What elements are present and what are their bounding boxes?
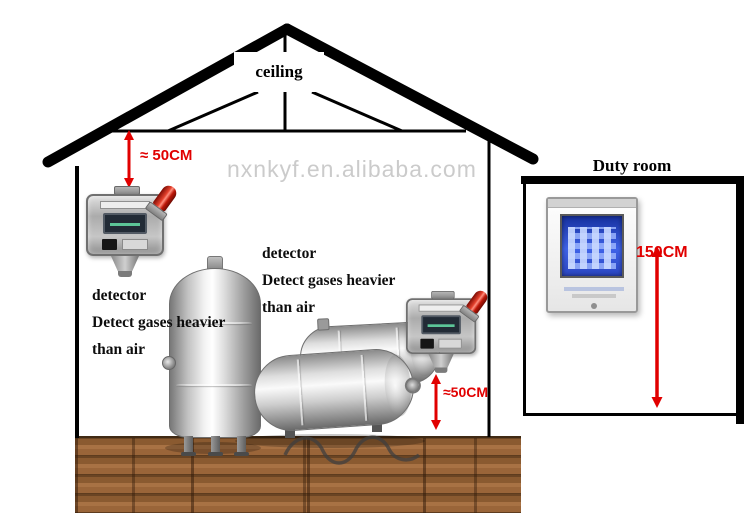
panel-label-text [564, 287, 624, 291]
tank-leg [237, 436, 246, 453]
duty-room-label: Duty room [592, 156, 672, 175]
tank-side-nozzle [162, 356, 176, 370]
tank-leg [184, 436, 193, 453]
info-plate [122, 239, 148, 250]
vertical-tank [162, 256, 262, 456]
duty-room-top-bar [521, 176, 744, 184]
wood-floor [75, 436, 521, 513]
ex-certification-mark [102, 239, 117, 250]
note-line-1: detector [92, 287, 147, 304]
detector-nameplate [100, 201, 150, 209]
tank-body [169, 268, 261, 438]
sensor-cone [111, 256, 139, 271]
tank-foot [234, 452, 249, 456]
note-line-3: than air [92, 341, 145, 358]
watermark: nxnkyf.en.alibaba.com [227, 156, 477, 182]
ex-certification-mark [420, 338, 434, 349]
sensor-tip [434, 367, 448, 373]
note-line-2: Detect gases heavier [262, 272, 396, 289]
panel-height-arrow [651, 246, 663, 408]
panel-label-text [572, 294, 616, 298]
left-strut [167, 90, 259, 133]
panel-header-strip [548, 199, 636, 208]
duty-room-right-bar [736, 176, 744, 424]
hose-coil [283, 435, 421, 465]
right-gap-arrow [431, 374, 441, 430]
right-rafter [281, 23, 539, 165]
tank-leg [211, 436, 220, 453]
right-detector-note: detector Detect gases heavier than air [262, 240, 395, 321]
sensor-tip [118, 271, 132, 277]
right-strut [311, 90, 403, 133]
note-line-1: detector [262, 245, 317, 262]
sensor-cone [428, 354, 454, 368]
note-line-2: Detect gases heavier [92, 314, 226, 331]
weld-seam [296, 359, 304, 426]
right-gap-measurement: ≈50CM [443, 384, 489, 400]
detector-display [421, 315, 461, 335]
detector-display [103, 213, 147, 234]
panel-keyhole [591, 303, 597, 309]
ceiling-label: ceiling [234, 52, 324, 92]
weld-seam [176, 322, 252, 324]
weld-seam [176, 384, 252, 386]
duty-room-left-line [523, 184, 526, 415]
panel-screen [560, 214, 624, 278]
display-reading [427, 324, 455, 327]
roof [42, 23, 539, 168]
gas-detector-right [406, 288, 490, 377]
gas-detector-left [86, 182, 180, 281]
info-plate [438, 338, 462, 349]
left-gap-measurement: ≈ 50CM [140, 147, 193, 164]
left-detector-note: detector Detect gases heavier than air [92, 282, 225, 363]
left-rafter [42, 23, 293, 168]
panel-height-measurement: 150CM [636, 244, 688, 261]
tank-foot [208, 452, 223, 456]
duty-room-bottom-line [523, 413, 740, 416]
horizontal-tank-front [251, 346, 422, 434]
alarm-control-panel [546, 197, 638, 313]
weld-seam [360, 354, 368, 421]
display-reading [110, 223, 140, 226]
duty-room-frame [521, 176, 744, 424]
left-gap-arrow [124, 130, 134, 188]
detector-nameplate [418, 304, 464, 312]
note-line-3: than air [262, 299, 315, 316]
tank-foot [181, 452, 196, 456]
panel-keypad [568, 227, 616, 269]
